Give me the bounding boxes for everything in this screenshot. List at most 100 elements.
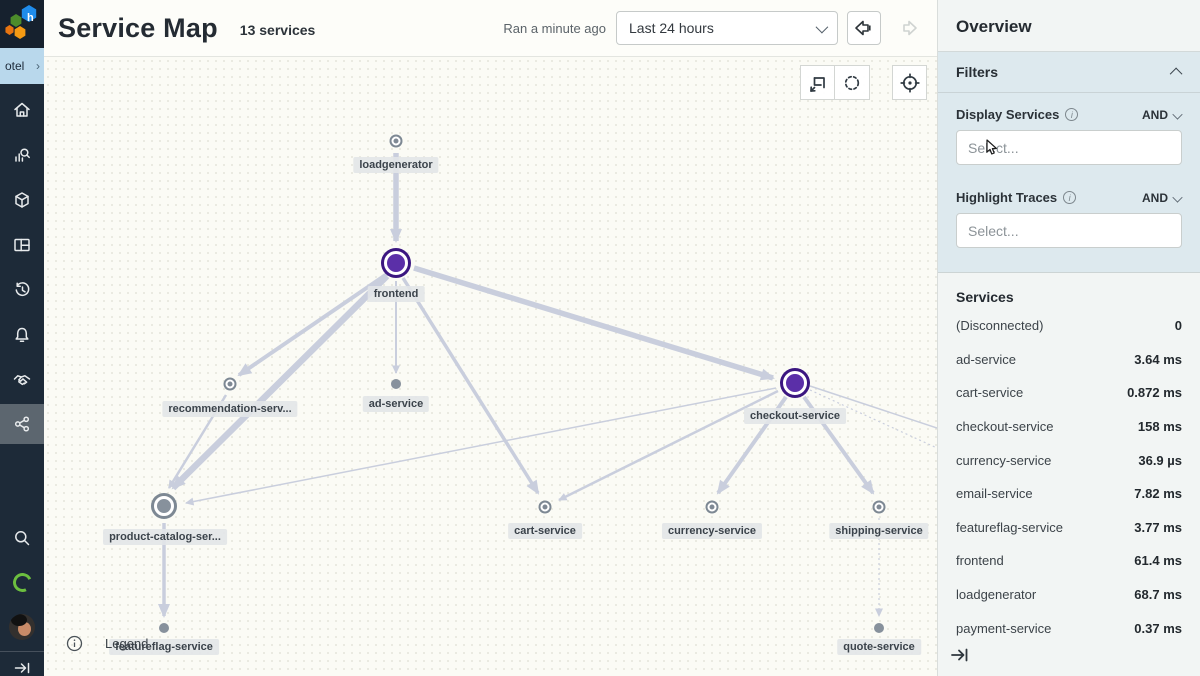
service-row[interactable]: ad-service 3.64 ms [956, 343, 1182, 377]
node-label[interactable]: product-catalog-ser... [103, 529, 227, 545]
sidebar-item-datasets[interactable] [0, 180, 44, 220]
fit-view-icon [809, 76, 825, 92]
history-back-button[interactable] [847, 11, 881, 45]
sidebar-divider [0, 651, 44, 652]
service-row[interactable]: cart-service 0.872 ms [956, 376, 1182, 410]
map-node-ad-service[interactable] [391, 379, 401, 389]
service-name: email-service [956, 486, 1033, 502]
map-node-currency-service[interactable] [707, 502, 717, 512]
service-row[interactable]: frontend 61.4 ms [956, 544, 1182, 578]
node-label[interactable]: loadgenerator [353, 157, 439, 173]
sidebar-item-query[interactable] [0, 135, 44, 175]
map-edges [158, 153, 937, 618]
logo-hex-blue [21, 5, 37, 22]
service-value: 68.7 ms [1134, 587, 1182, 603]
service-row[interactable]: payment-service 0.37 ms [956, 611, 1182, 645]
display-services-and-dropdown[interactable]: AND [1142, 108, 1183, 122]
service-map-canvas[interactable]: loadgenerator frontend recommendation-se… [44, 57, 937, 676]
service-row[interactable]: email-service 7.82 ms [956, 477, 1182, 511]
service-row[interactable]: featureflag-service 3.77 ms [956, 511, 1182, 545]
collapse-icon [14, 662, 30, 674]
service-row[interactable]: loadgenerator 68.7 ms [956, 578, 1182, 612]
status-ring-icon [9, 569, 35, 595]
filters-header[interactable]: Filters [938, 52, 1200, 93]
map-node-cart-service[interactable] [540, 502, 550, 512]
alerts-icon [15, 327, 29, 342]
page-title: Service Map [58, 12, 218, 43]
map-node-frontend[interactable] [384, 251, 408, 275]
team-switcher[interactable]: otel › [0, 48, 44, 84]
boards-icon [14, 238, 30, 252]
lasso-select-button[interactable] [835, 65, 870, 100]
filters-title: Filters [956, 64, 999, 80]
node-label[interactable]: shipping-service [829, 523, 929, 539]
node-label[interactable]: checkout-service [744, 408, 846, 424]
sidebar-expand-button[interactable] [0, 648, 44, 676]
header: Service Map 13 services Ran a minute ago… [44, 0, 937, 57]
highlight-traces-select[interactable] [956, 213, 1182, 248]
map-node-product-catalog-service[interactable] [154, 496, 174, 516]
node-label[interactable]: ad-service [362, 396, 430, 412]
services-section: Services (Disconnected) 0 ad-service 3.6… [938, 273, 1200, 645]
fit-view-button[interactable] [800, 65, 835, 100]
service-value: 3.64 ms [1134, 351, 1182, 367]
highlight-traces-and-dropdown[interactable]: AND [1142, 191, 1183, 205]
sidebar-item-search[interactable] [0, 518, 44, 558]
node-label[interactable]: featureflag-service [109, 639, 219, 655]
map-node-featureflag-service[interactable] [159, 623, 169, 633]
home-icon [14, 102, 30, 117]
service-value: 0 [1174, 318, 1182, 334]
chevron-down-icon [1172, 192, 1183, 203]
collapse-icon [951, 648, 968, 662]
forward-arrow-icon [903, 20, 917, 36]
service-name: currency-service [956, 452, 1052, 468]
service-name: featureflag-service [956, 519, 1063, 535]
sidebar-item-account[interactable] [0, 607, 44, 647]
sidebar-item-status[interactable] [0, 562, 44, 602]
sidebar-item-teams[interactable] [0, 360, 44, 400]
display-services-select[interactable] [956, 130, 1182, 165]
display-services-group: Display Services i AND [938, 93, 1200, 165]
map-node-recommendation-service[interactable] [225, 379, 235, 389]
time-range-dropdown[interactable]: Last 24 hours [616, 11, 838, 45]
sidebar-item-boards[interactable] [0, 225, 44, 265]
info-icon [66, 635, 83, 652]
map-node-quote-service[interactable] [874, 623, 884, 633]
service-name: loadgenerator [956, 587, 1037, 603]
map-node-shipping-service[interactable] [874, 502, 884, 512]
panel-title: Overview [956, 17, 1032, 36]
sidebar-item-service-map[interactable] [0, 404, 44, 444]
logo-hex-orange [14, 26, 26, 39]
recenter-icon [899, 72, 920, 93]
logo-hex-green [10, 14, 22, 27]
history-forward-button[interactable] [891, 11, 925, 45]
legend-label: Legend [105, 636, 149, 651]
service-value: 158 ms [1137, 419, 1182, 435]
node-label[interactable]: quote-service [837, 639, 921, 655]
recenter-button[interactable] [892, 65, 927, 100]
map-node-checkout-service[interactable] [783, 371, 807, 395]
map-node-loadgenerator[interactable] [391, 136, 401, 146]
back-arrow-icon [855, 20, 871, 36]
service-row[interactable]: currency-service 36.9 µs [956, 443, 1182, 477]
sidebar-item-alerts[interactable] [0, 315, 44, 355]
legend-toggle[interactable]: Legend [66, 635, 148, 652]
sidebar-item-history[interactable] [0, 270, 44, 310]
node-label[interactable]: frontend [367, 286, 425, 302]
overview-panel: Overview Filters Display Services i AND [937, 0, 1200, 676]
service-value: 61.4 ms [1134, 553, 1182, 569]
sidebar-item-home[interactable] [0, 90, 44, 130]
service-row[interactable]: (Disconnected) 0 [956, 309, 1182, 343]
node-label[interactable]: cart-service [508, 523, 582, 539]
query-icon [15, 148, 30, 162]
honeycomb-logo[interactable]: h [0, 0, 44, 48]
info-icon: i [1065, 108, 1079, 121]
logo-h-letter: h [27, 12, 34, 24]
node-label[interactable]: recommendation-serv... [162, 401, 298, 417]
chevron-right-icon: › [36, 59, 40, 73]
panel-collapse-button[interactable] [948, 644, 970, 671]
chevron-up-icon [1169, 67, 1183, 80]
node-label[interactable]: currency-service [661, 523, 763, 539]
service-row[interactable]: checkout-service 158 ms [956, 410, 1182, 444]
